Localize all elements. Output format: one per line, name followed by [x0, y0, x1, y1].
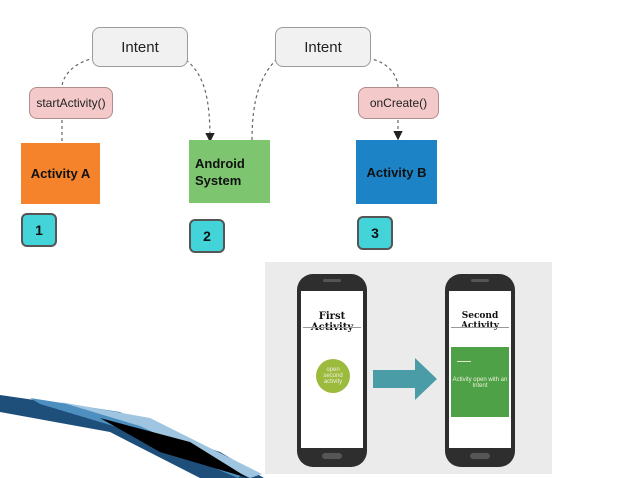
step-1-badge: 1 — [21, 213, 57, 247]
first-phone: First Activity open second activity — [297, 274, 367, 467]
step-2-badge: 2 — [189, 219, 225, 253]
start-activity-method: startActivity() — [29, 87, 113, 119]
activity-b-box: Activity B — [356, 140, 437, 204]
system-to-intent-right-line — [251, 57, 279, 141]
second-phone: Second Activity Activity open with an In… — [445, 274, 515, 467]
android-system-box: Android System — [189, 140, 270, 203]
step-3-badge: 3 — [357, 216, 393, 250]
on-create-method: onCreate() — [358, 87, 439, 119]
content-line — [457, 361, 471, 362]
phones-illustration-panel: First Activity open second activity Seco… — [265, 262, 552, 474]
second-title-divider — [451, 327, 509, 328]
second-phone-speaker — [471, 279, 489, 282]
intent-right-box: Intent — [275, 27, 371, 67]
first-title-divider — [303, 327, 361, 328]
intent-left-box: Intent — [92, 27, 188, 67]
second-activity-title: Second Activity — [460, 311, 500, 331]
second-phone-screen: Second Activity Activity open with an In… — [449, 291, 511, 448]
intent-left-to-start-line — [61, 57, 96, 89]
transition-arrow-icon — [373, 358, 437, 400]
second-phone-home-button — [470, 453, 490, 459]
first-phone-speaker — [323, 279, 341, 282]
activity-a-box: Activity A — [21, 143, 100, 204]
second-activity-text: Activity open with an Intent — [452, 377, 508, 389]
intent-right-to-create-line — [367, 57, 399, 89]
first-phone-home-button — [322, 453, 342, 459]
intent-left-to-system-arrow — [185, 59, 215, 143]
first-phone-screen: First Activity open second activity — [301, 291, 363, 448]
second-activity-content: Activity open with an Intent — [451, 347, 509, 417]
open-second-activity-button[interactable]: open second activity — [316, 359, 350, 393]
